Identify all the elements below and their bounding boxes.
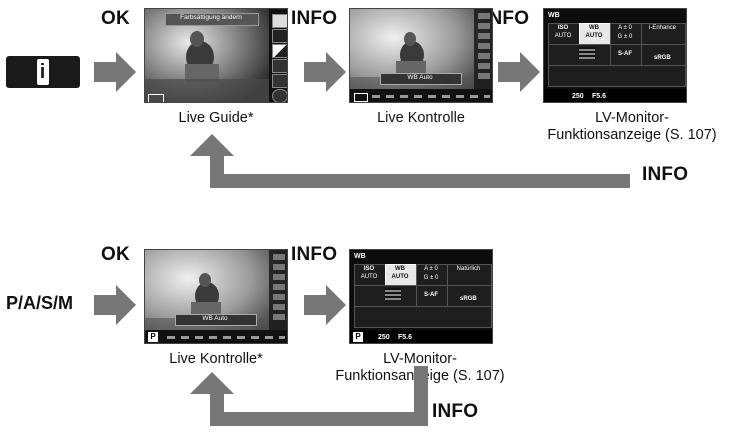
mode-p-badge: P [148, 332, 158, 342]
color-space-value: sRGB [654, 55, 671, 61]
wb-comp-g: G ± 0 [423, 275, 439, 281]
live-kontrolle-caption: Live Kontrolle [377, 110, 465, 126]
wb-cell-label: WB [395, 266, 405, 272]
shutter-speed: 250 [572, 93, 584, 100]
bottom-grid-row [548, 65, 686, 87]
arrow-right-1 [94, 52, 136, 92]
wb-auto-tooltip [175, 314, 257, 326]
side-icon [273, 284, 285, 290]
lv-monitor-p-caption-line1: LV-Monitor- [383, 351, 457, 367]
wb-comp-g: G ± 0 [617, 34, 633, 40]
shutter-speed: 250 [378, 334, 390, 341]
metering-icon [385, 288, 401, 300]
guide-icon-brightness [272, 44, 287, 58]
bottom-settings-strip [167, 336, 285, 339]
info-key-label: INFO [291, 8, 338, 29]
pasm-mode-label: P/A/S/M [6, 293, 74, 313]
return-arrow-2-riser [414, 366, 428, 426]
photo-scene [145, 250, 287, 343]
wb-comp-a: A ± 0 [424, 266, 438, 272]
lv-monitor-p-panel-screen: WB ISO AUTO WB AUTO A ± 0 G ± 0 Natürlic… [349, 249, 493, 344]
side-icon [273, 274, 285, 280]
side-icon [478, 43, 490, 49]
arrow-right-5 [304, 285, 346, 325]
lv-monitor-caption-line2: Funktionsanzeige (S. 107) [547, 127, 717, 143]
bottom-settings-strip [372, 95, 490, 98]
wb-cell-value: AUTO [391, 274, 409, 280]
arrow-right-4 [94, 285, 136, 325]
side-icon [478, 73, 490, 79]
wb-cell-value: AUTO [585, 33, 603, 39]
side-icon [478, 33, 490, 39]
side-icon [273, 304, 285, 310]
lv-monitor-caption-line1: LV-Monitor- [595, 110, 669, 126]
info-key-label: INFO [642, 164, 689, 185]
live-guide-caption: Live Guide* [178, 110, 254, 126]
aperture: F5.6 [592, 93, 607, 100]
arrow-right-3 [498, 52, 540, 92]
info-key-label: INFO [432, 401, 479, 422]
iso-value: AUTO [554, 33, 572, 39]
side-icon [478, 23, 490, 29]
af-value: S-AF [618, 51, 632, 57]
live-guide-banner-text: Farbsättigung ändern [180, 14, 242, 21]
iauto-label: AUTO [12, 91, 74, 116]
battery-icon [354, 93, 368, 102]
info-key-label: INFO [291, 244, 338, 265]
guide-icon-color-tone [272, 29, 287, 43]
af-value: S-AF [424, 292, 438, 298]
wb-auto-tooltip [380, 73, 462, 85]
live-kontrolle-p-caption: Live Kontrolle* [169, 351, 263, 367]
live-guide-screen: Farbsättigung ändern [144, 8, 288, 103]
picture-mode-value: Natürlich [456, 266, 481, 272]
iso-value: AUTO [360, 274, 378, 280]
aperture: F5.6 [398, 334, 413, 341]
wb-auto-text: WB Auto [407, 74, 433, 81]
wb-comp-a: A ± 0 [618, 25, 632, 31]
side-icon [273, 314, 285, 320]
return-arrow-1 [190, 134, 630, 188]
iso-label: ISO [557, 25, 569, 31]
ok-key-label: OK [101, 244, 130, 265]
lv-monitor-panel-screen: WB ISO AUTO WB AUTO A ± 0 G ± 0 i-Enhanc… [543, 8, 687, 103]
color-space-value: sRGB [460, 296, 477, 302]
info-key-label: INFO [483, 8, 530, 29]
iauto-i-glyph: i [36, 59, 49, 85]
battery-icon [148, 94, 164, 102]
side-icon [273, 264, 285, 270]
side-icon [273, 294, 285, 300]
mode-p-badge: P [353, 332, 363, 342]
guide-icon-motion [272, 74, 287, 88]
wb-cell-label: WB [589, 25, 599, 31]
picture-mode-value: i-Enhance [648, 25, 677, 31]
guide-icon-background-blur [272, 59, 287, 73]
bottom-grid-row [354, 306, 492, 328]
status-bar [350, 330, 492, 343]
guide-icon-saturation [272, 14, 287, 28]
live-kontrolle-p-screen: WB Auto P [144, 249, 288, 344]
arrow-right-2 [304, 52, 346, 92]
side-icon [478, 13, 490, 19]
return-arrow-2 [190, 372, 428, 426]
iauto-mode-badge: iAUTO [6, 56, 80, 116]
ok-key-label: OK [101, 8, 130, 29]
iso-label: ISO [363, 266, 375, 272]
side-icon [478, 53, 490, 59]
panel-wb-title: WB [354, 253, 366, 260]
side-icon [273, 254, 285, 260]
wb-auto-text: WB Auto [202, 315, 228, 322]
live-guide-banner [165, 13, 259, 26]
live-kontrolle-screen: WB Auto [349, 8, 493, 103]
photo-scene [350, 9, 492, 102]
guide-icon-tips [272, 89, 287, 102]
side-icon [478, 63, 490, 69]
status-bar [544, 89, 686, 102]
panel-wb-title: WB [548, 12, 560, 19]
metering-icon [579, 47, 595, 59]
